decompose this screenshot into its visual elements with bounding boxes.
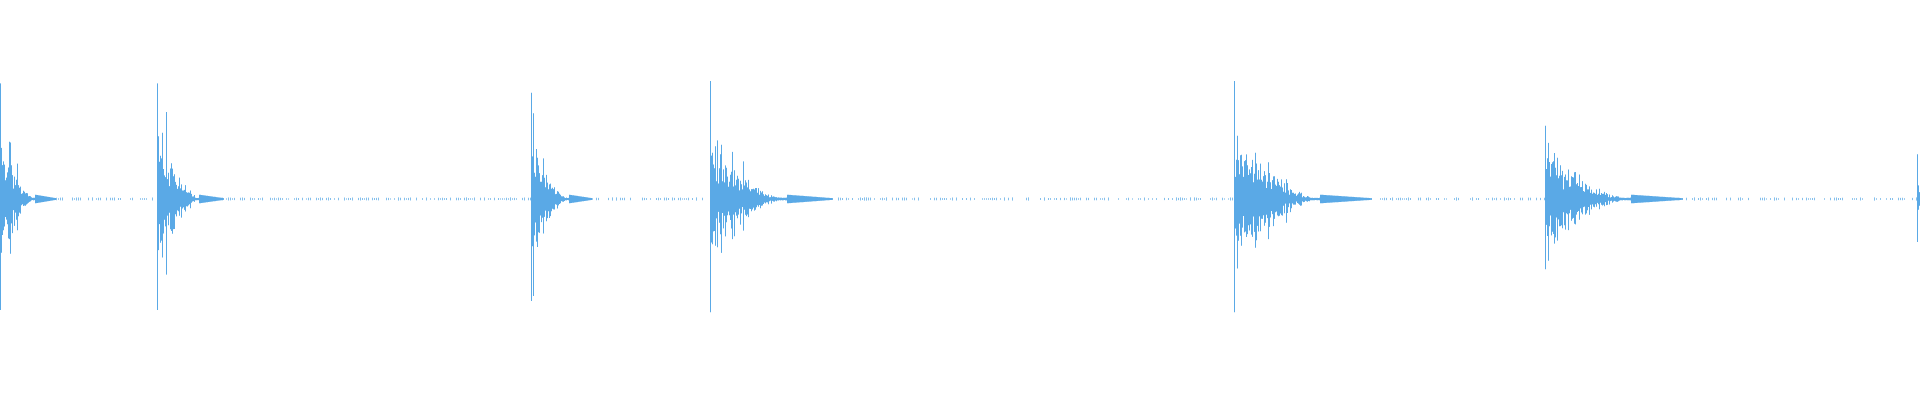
waveform-transient [1234, 81, 1372, 313]
waveform-transient-shape [157, 83, 224, 310]
waveform-transient-shape [0, 83, 56, 310]
waveform-transient-shape [1234, 81, 1372, 313]
waveform-transient [531, 92, 592, 301]
waveform-transient [1917, 154, 1920, 242]
waveform-transient-shape [1545, 125, 1683, 270]
waveform-transient [157, 83, 224, 310]
waveform-transient [710, 81, 833, 313]
waveform-transient [0, 83, 56, 310]
waveform-transients [0, 81, 1920, 313]
waveform-transient-shape [710, 81, 833, 313]
waveform-transient-shape [1917, 154, 1920, 242]
waveform-transient-shape [531, 92, 592, 301]
waveform-transient [1545, 125, 1683, 270]
